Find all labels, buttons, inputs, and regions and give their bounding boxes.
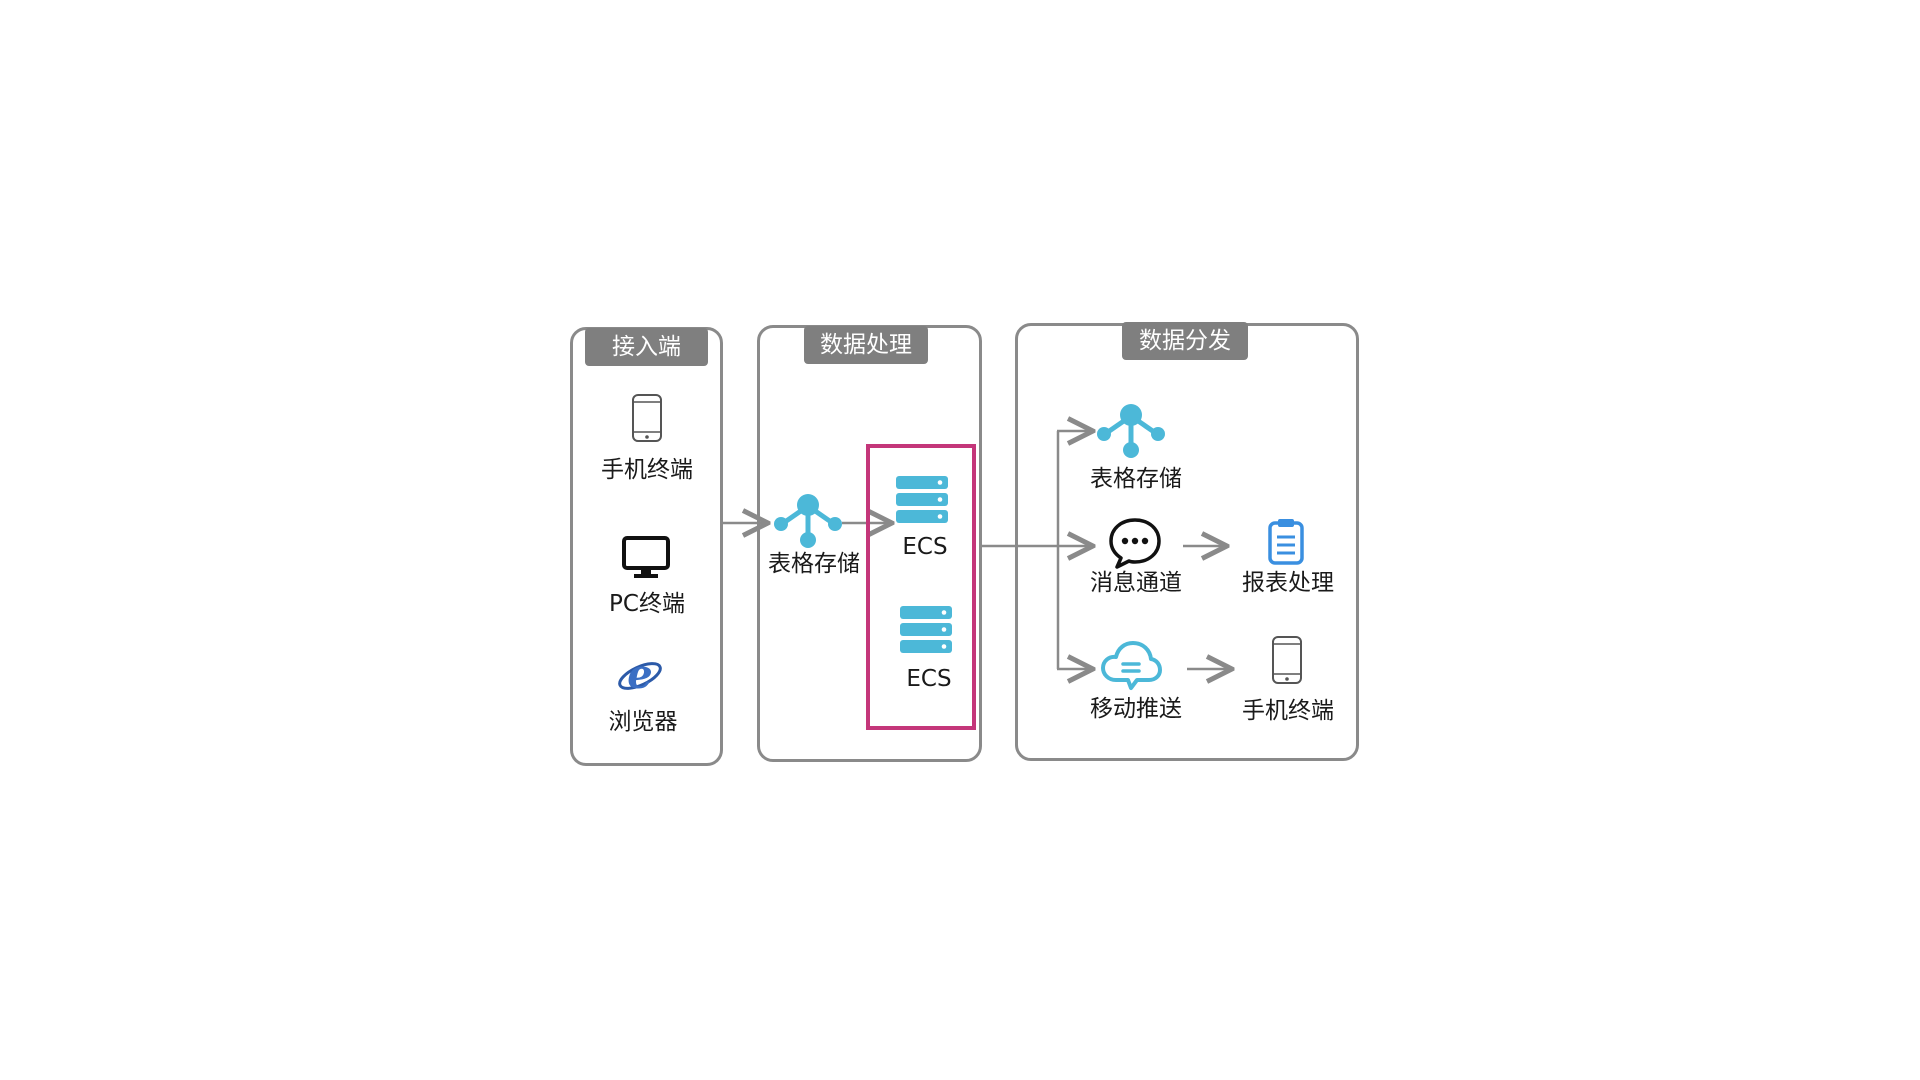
report-processing-label: 报表处理 xyxy=(1242,570,1334,596)
distribution-mobile-label: 手机终端 xyxy=(1242,698,1334,724)
distribution-tablestore-label: 表格存储 xyxy=(1090,466,1182,492)
ecs-2-label: ECS xyxy=(906,666,952,692)
mobile-phone-icon xyxy=(631,393,663,443)
distribution-panel-title: 数据分发 xyxy=(1122,322,1248,360)
table-store-icon xyxy=(772,492,844,550)
server-icon xyxy=(894,474,950,526)
chat-bubble-icon xyxy=(1107,516,1163,570)
svg-text:e: e xyxy=(627,652,652,698)
clipboard-icon xyxy=(1266,517,1306,565)
ecs-highlight-box xyxy=(866,444,976,730)
message-channel-label: 消息通道 xyxy=(1090,570,1182,596)
mobile-push-label: 移动推送 xyxy=(1090,696,1182,722)
server-icon xyxy=(898,604,954,656)
access-pc-label: PC终端 xyxy=(609,591,685,617)
internet-explorer-icon: e xyxy=(615,652,665,700)
access-panel-title: 接入端 xyxy=(585,328,708,366)
monitor-icon xyxy=(622,536,670,580)
mobile-phone-icon xyxy=(1271,635,1303,685)
table-store-icon xyxy=(1095,402,1167,460)
processing-panel-title: 数据处理 xyxy=(804,326,928,364)
distribution-panel xyxy=(1015,323,1359,761)
access-mobile-label: 手机终端 xyxy=(601,457,693,483)
access-browser-label: 浏览器 xyxy=(608,709,678,735)
cloud-push-icon xyxy=(1100,638,1162,694)
processing-tablestore-label: 表格存储 xyxy=(768,551,860,577)
ecs-1-label: ECS xyxy=(902,534,948,560)
